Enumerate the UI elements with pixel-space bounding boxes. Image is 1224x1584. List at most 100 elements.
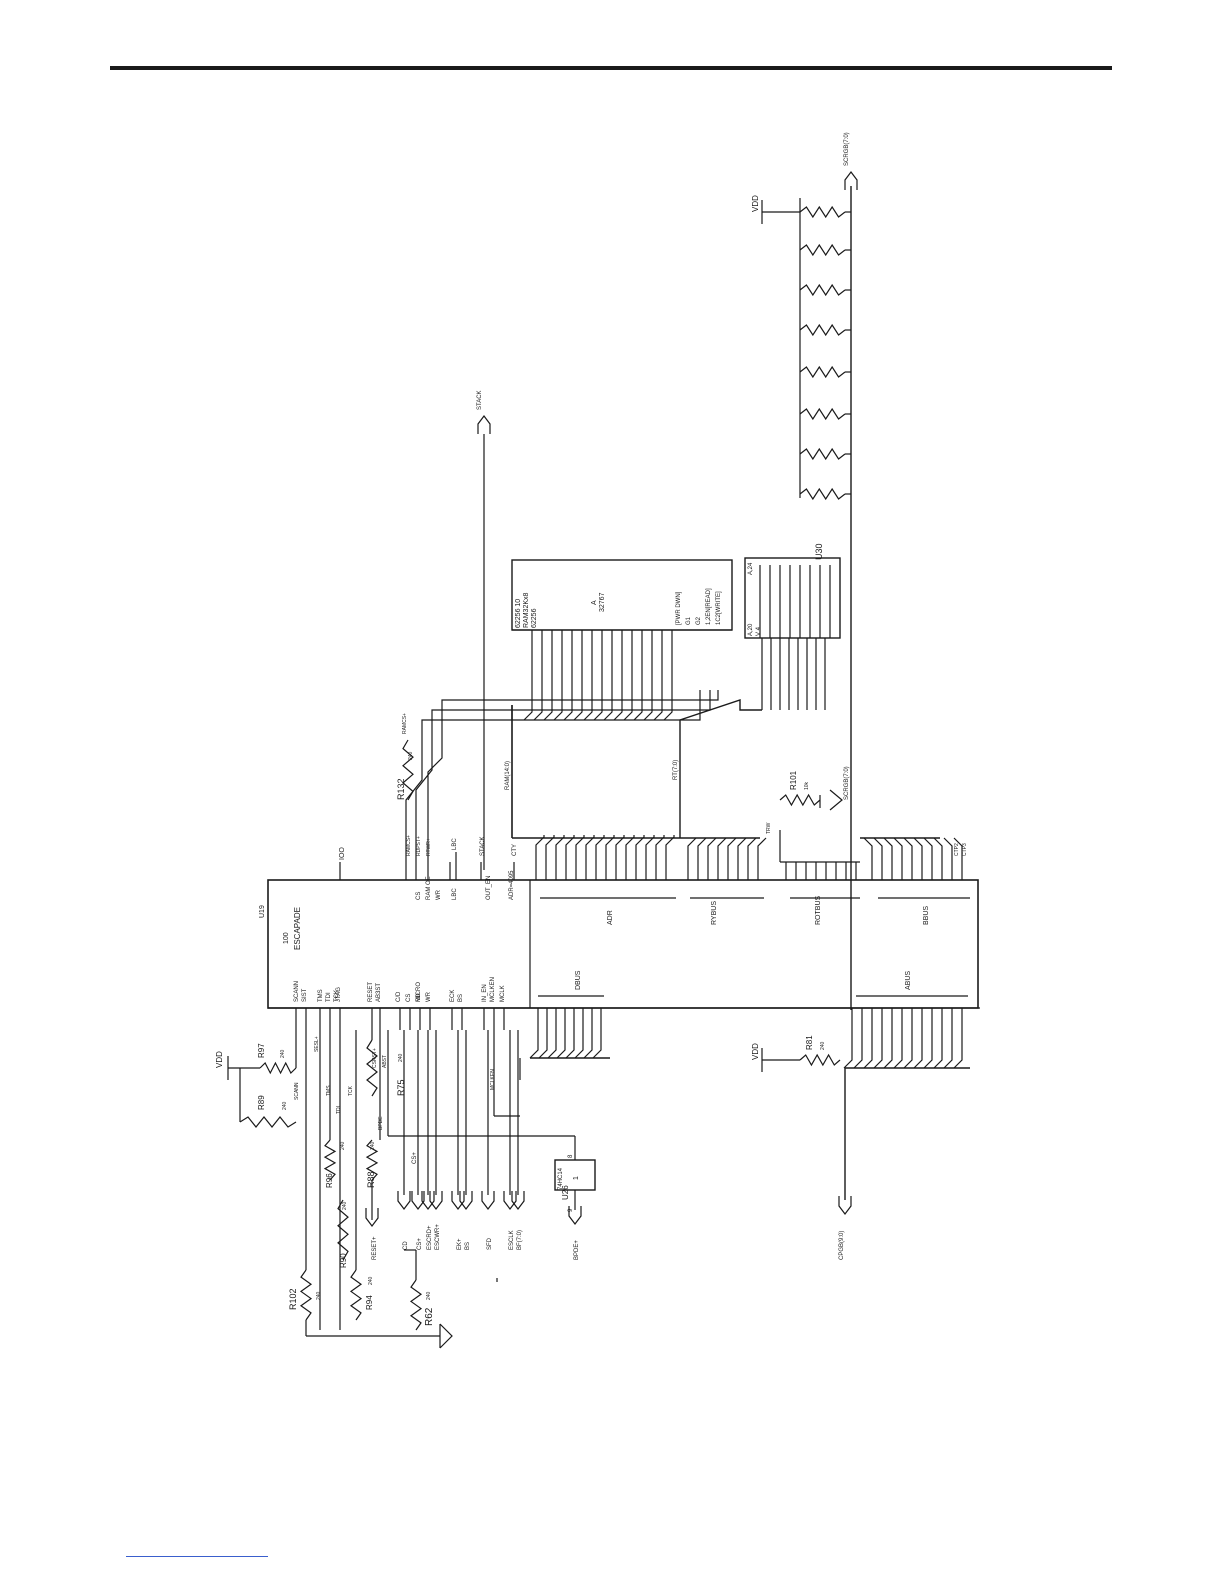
ioo-pin-label: 100 (283, 932, 290, 944)
adr-entry (635, 835, 645, 862)
wire (583, 1030, 593, 1059)
rt-bus-trunk (679, 699, 762, 838)
escapade-chip (267, 879, 979, 1009)
wire (923, 1030, 933, 1069)
u19-pin-tms: TMS (318, 989, 324, 1002)
wire (523, 705, 533, 721)
r96-name: R96 (325, 1173, 334, 1188)
resistor-R130 (799, 243, 846, 257)
connector-cd_in (397, 1191, 411, 1210)
u19-pin-label-cs_pin: CS (416, 892, 422, 900)
u19-pin-mclk: MCLK (500, 985, 506, 1002)
net-stack: STACK (480, 836, 486, 856)
r94-name: R94 (365, 1295, 374, 1310)
wire (583, 705, 593, 721)
stack-label: STACK (477, 390, 483, 410)
rt-bus-label: RT(7:0) (673, 760, 679, 780)
net-sesl: SESL+ (314, 1036, 320, 1052)
net-escld: ESCLK (509, 1230, 515, 1250)
rybus-label: RYBUS (711, 901, 718, 925)
net-sfd: SFD (487, 1237, 493, 1250)
wire (893, 1030, 903, 1069)
wire (592, 1030, 602, 1059)
wire (953, 1030, 963, 1069)
wire (663, 705, 673, 721)
r132-net: RAMCS+ (402, 713, 408, 734)
wire (533, 705, 543, 721)
connector-escld (503, 1191, 517, 1210)
wire (613, 705, 623, 721)
net-bpde-in: BPDE+ (574, 1240, 580, 1260)
sram-label-2: RAM32Kx8 (523, 592, 530, 628)
u19-pin-cd: C/D (396, 991, 402, 1002)
r75-value: 240 (398, 1053, 404, 1062)
dbus-label: DBUS (575, 970, 582, 990)
footer-rule (126, 1556, 268, 1557)
wire (573, 705, 583, 721)
u19-pin-cs2: CS (406, 994, 412, 1002)
cpgb-connector (838, 1196, 852, 1215)
resistor-R125 (799, 407, 846, 421)
net-trw: TRW (766, 822, 772, 834)
wire (853, 1030, 863, 1069)
vdd-label-left: VDD (215, 1051, 224, 1068)
wire (893, 837, 903, 862)
wire (933, 837, 943, 862)
scrgb-bus-label: SCRGB(7:0) (844, 132, 850, 166)
wire (574, 1030, 584, 1059)
net-rdpst: RDPST+ (416, 836, 422, 856)
net-rtwr: RTWR+ (426, 838, 432, 856)
u19-pin-micro: MICRO (416, 982, 422, 1002)
u19-pin-scann: SCANN (294, 981, 300, 1002)
u19-pin-bs: BS (458, 994, 464, 1002)
wire (553, 705, 563, 721)
net-cs_in: CS+ (417, 1238, 423, 1250)
net-ramcs: RAMCS+ (406, 835, 412, 856)
u19-pin-label-wr_pin: WR (436, 889, 442, 900)
wire (556, 1030, 566, 1059)
u26-type: 74HC14 (558, 1167, 564, 1190)
abus-label: ABUS (905, 971, 912, 990)
resistor-R89 (239, 1116, 297, 1128)
resistor-R101 (779, 793, 821, 807)
sram-label-3: 62256 (531, 608, 538, 628)
u19-pin-tck: TCK (334, 990, 340, 1002)
adr-entry (615, 835, 625, 862)
sram-label-1: 62256 10 (515, 599, 522, 628)
wire (717, 837, 727, 862)
u19-pin-tdi: TDI (326, 992, 332, 1002)
net-tdi: TDI (336, 1106, 342, 1114)
u19-pin-jtag: JTAG (336, 987, 342, 1002)
sram-pwr: [PWR DWN] (676, 591, 682, 625)
wire (529, 1030, 539, 1059)
net-rtwr-wire (427, 690, 719, 862)
u19-pin-in_en: IN_EN (482, 984, 488, 1002)
connector-bf (511, 1191, 525, 1210)
adr-entry (535, 835, 545, 862)
r101-name: R101 (789, 770, 798, 790)
wire (933, 1030, 943, 1069)
wire (943, 837, 953, 862)
net-ramcs-wire (405, 690, 701, 862)
wire (547, 1030, 557, 1059)
adr-entry (595, 835, 605, 862)
u26-unit: 1 (573, 1176, 580, 1180)
net-ek: EK+ (457, 1238, 463, 1250)
r62-name: R62 (424, 1307, 435, 1326)
resistor-R96 (323, 1139, 337, 1181)
u30-v: V 4 (756, 626, 762, 636)
resistor-R119 (799, 447, 846, 461)
adr-entry (555, 835, 565, 862)
resistor-R75 (366, 1039, 378, 1097)
r90-value: 240 (342, 1201, 348, 1210)
r89-value: 240 (282, 1101, 288, 1110)
escapade-label: ESCAPADE (293, 907, 302, 950)
r90-name: R90 (339, 1253, 348, 1268)
sram-read: 1,2EN[READ] (706, 588, 712, 625)
wire (903, 1030, 913, 1069)
u30-b: A,24 (748, 562, 754, 575)
wire (707, 837, 717, 862)
